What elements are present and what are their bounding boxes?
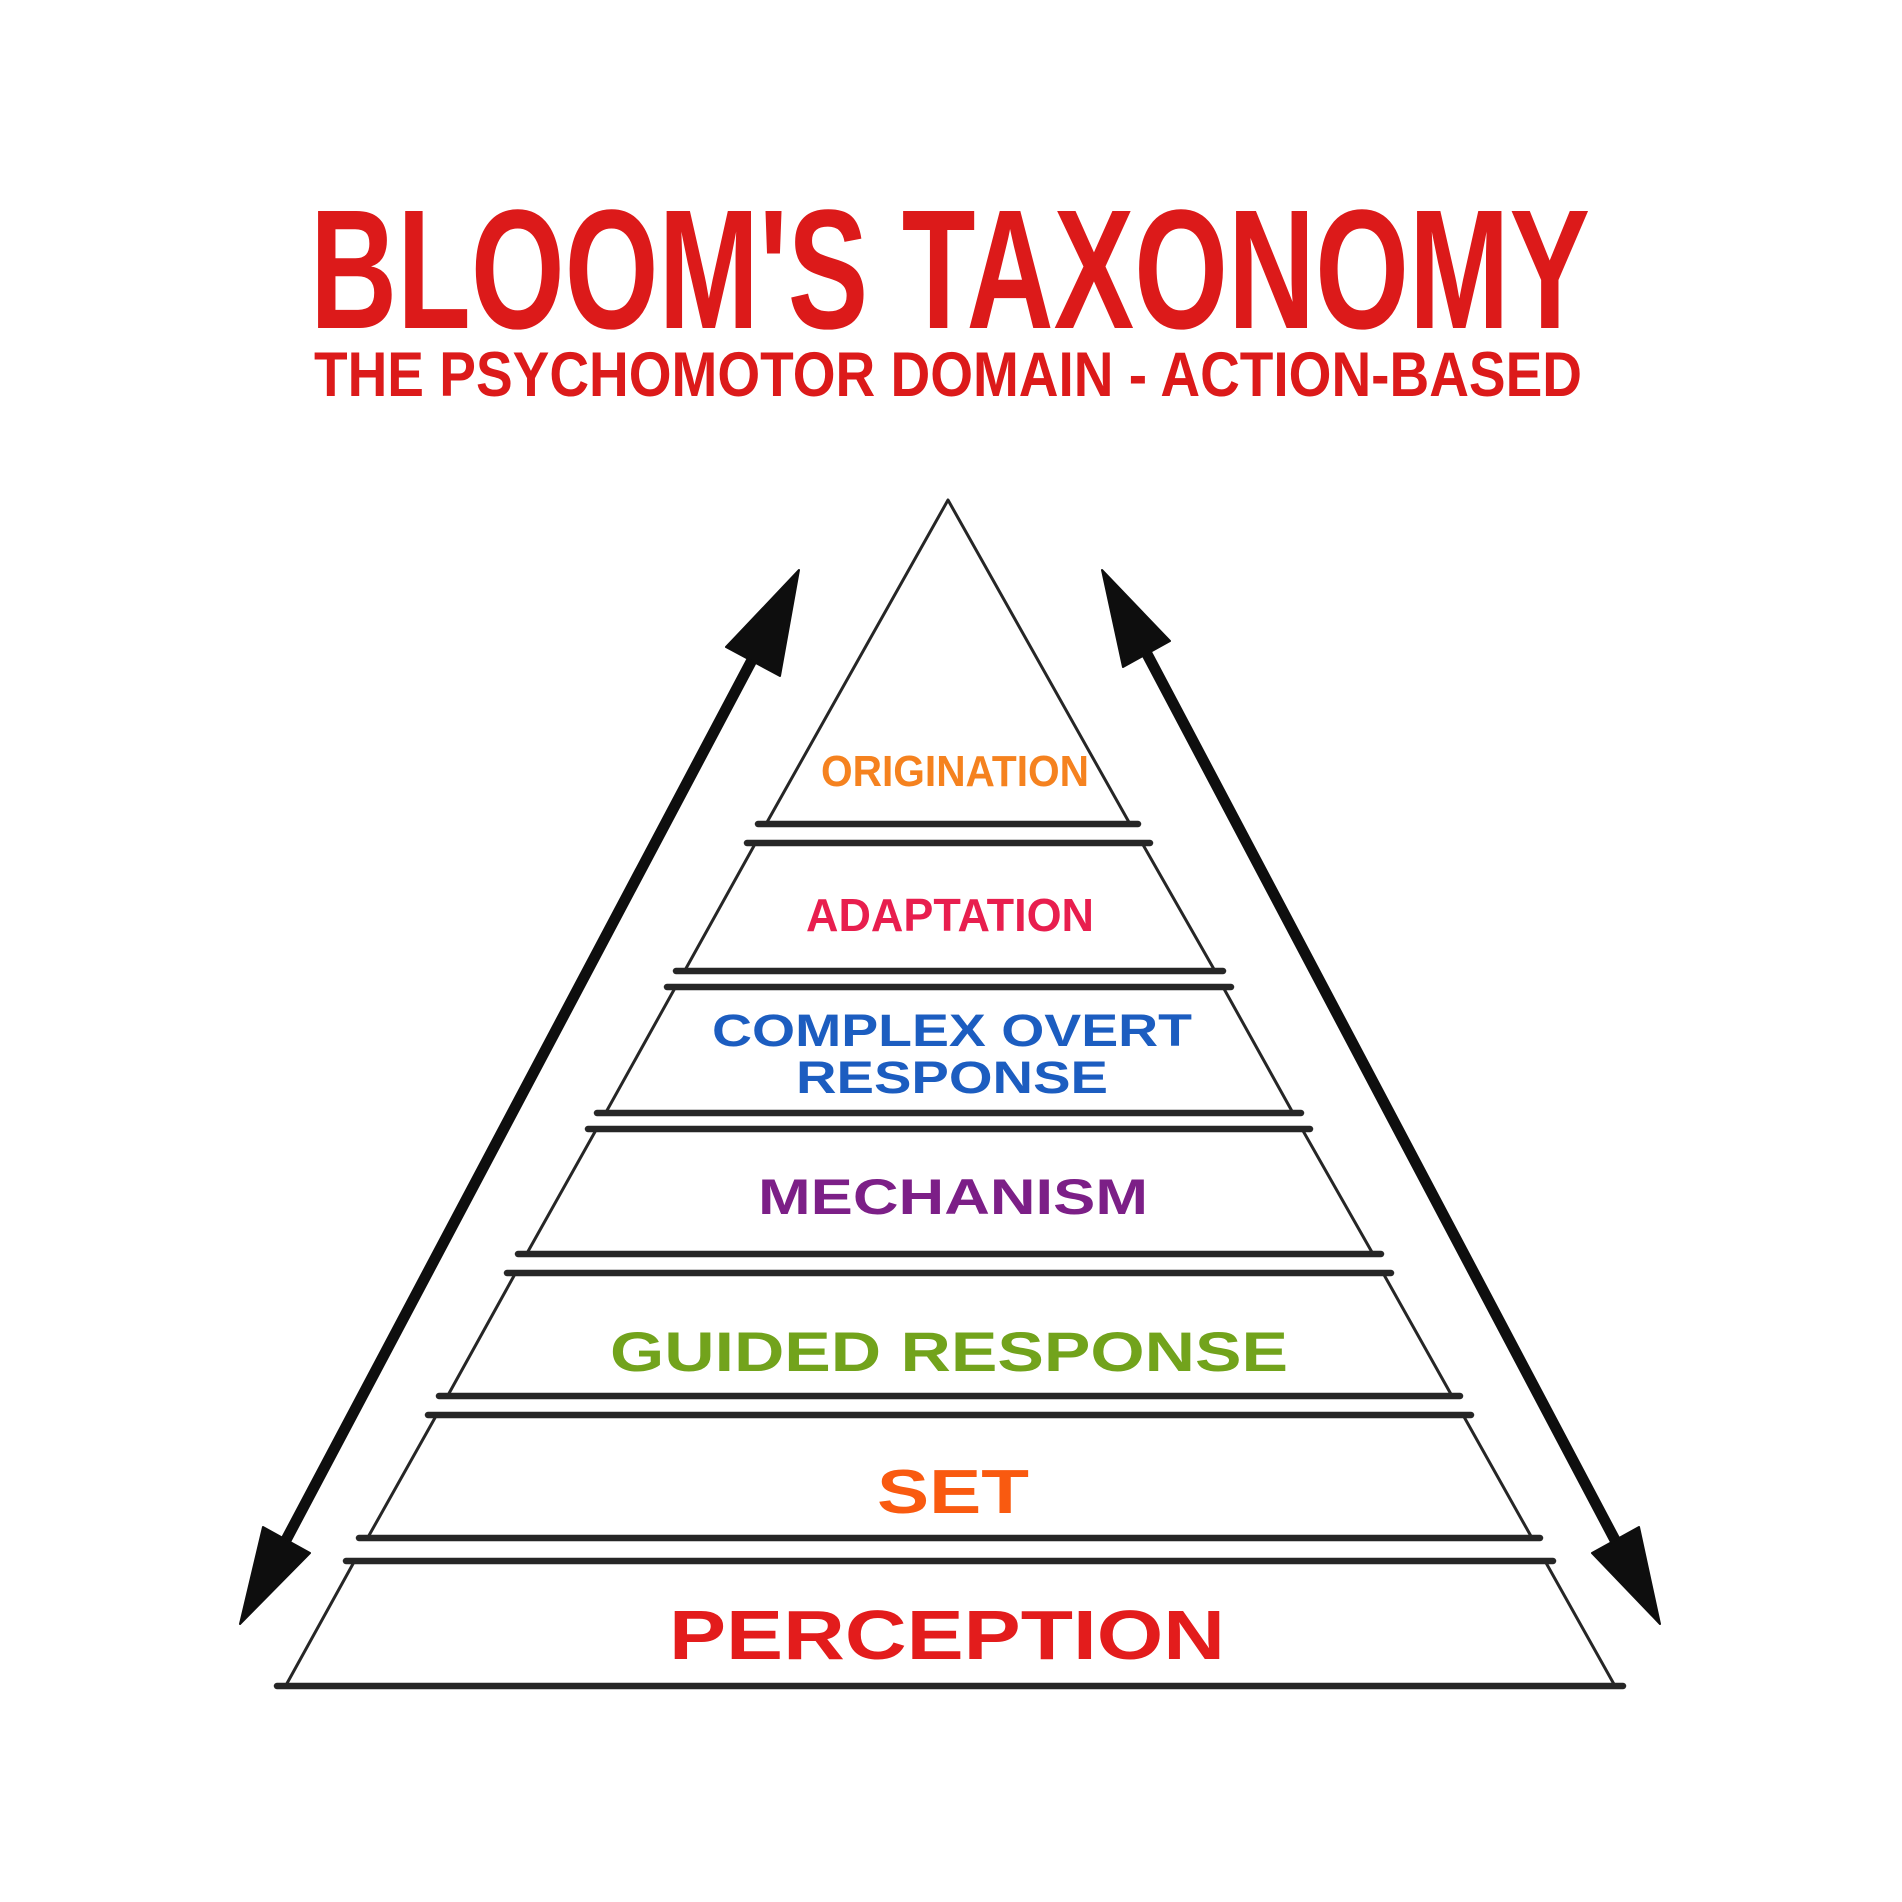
pyramid [273, 498, 1627, 1690]
pyramid-labels: ORIGINATION ADAPTATION COMPLEX OVERT RES… [610, 747, 1288, 1674]
right-arrow-down-head [1591, 1526, 1661, 1625]
level-label-complex-overt-response-line1: COMPLEX OVERT [712, 1005, 1192, 1056]
level-label-adaptation: ADAPTATION [806, 889, 1094, 941]
left-arrow-up-head [725, 569, 800, 677]
page-subtitle: THE PSYCHOMOTOR DOMAIN - ACTION-BASED [314, 340, 1582, 410]
left-arrow-shaft [280, 654, 758, 1546]
right-arrow-shaft [1141, 648, 1621, 1546]
level-label-set: SET [877, 1458, 1029, 1527]
left-arrow-down-head [239, 1526, 311, 1625]
level-label-mechanism: MECHANISM [758, 1169, 1148, 1225]
level-label-origination: ORIGINATION [821, 747, 1089, 796]
axis-arrows [239, 569, 1661, 1625]
right-arrow-up-head [1101, 569, 1171, 668]
level-label-perception: PERCEPTION [669, 1596, 1225, 1674]
page-title: BLOOM'S TAXONOMY [310, 175, 1590, 365]
level-label-complex-overt-response-line2: RESPONSE [796, 1052, 1108, 1103]
level-label-guided-response: GUIDED RESPONSE [610, 1320, 1288, 1383]
